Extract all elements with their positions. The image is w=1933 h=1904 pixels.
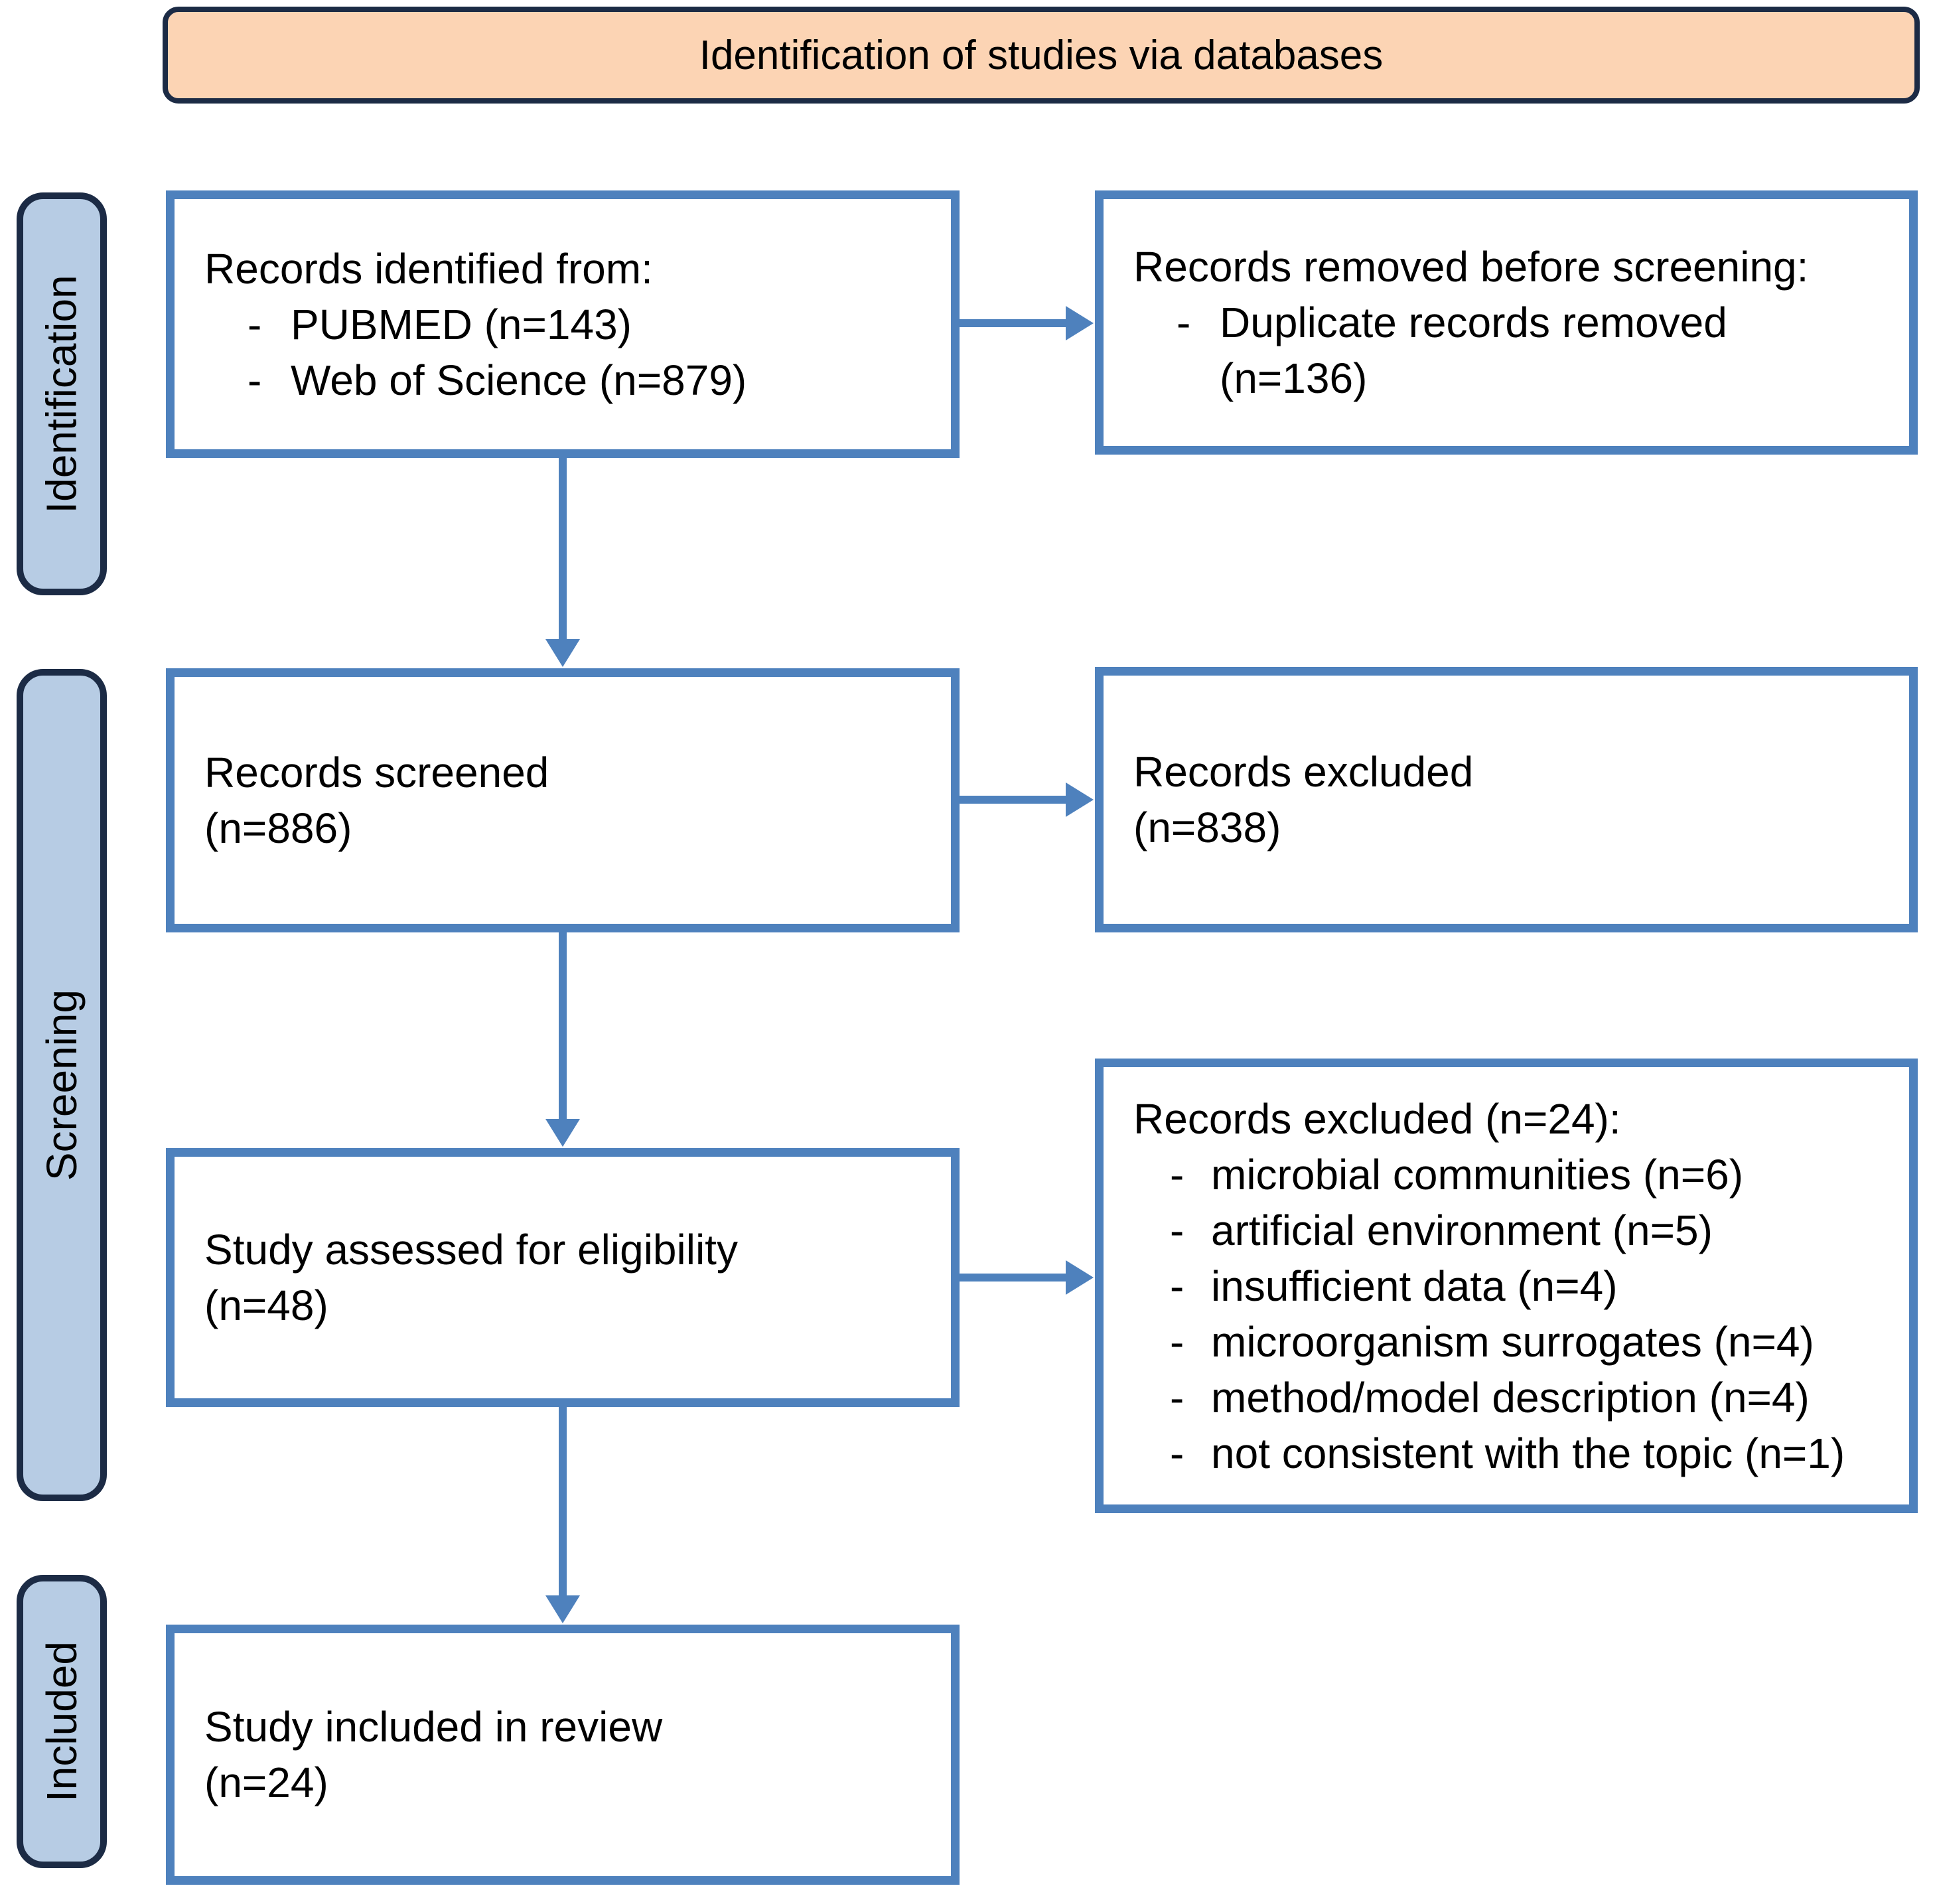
bullet-item: - method/model description (n=4) bbox=[1170, 1370, 1899, 1426]
arrow-screened-to-excluded-shaft bbox=[959, 796, 1070, 804]
stage-label-text: Identification bbox=[38, 274, 86, 514]
box-line: (n=24) bbox=[204, 1759, 328, 1806]
bullet-text: not consistent with the topic (n=1) bbox=[1211, 1429, 1845, 1477]
bullet-item: - not consistent with the topic (n=1) bbox=[1170, 1426, 1899, 1481]
arrow-screened-to-assessed-shaft bbox=[559, 932, 567, 1120]
arrow-identified-to-screened-head bbox=[545, 639, 580, 667]
banner-identification-via-databases: Identification of studies via databases bbox=[163, 7, 1920, 104]
box-title: Records excluded (n=24): bbox=[1133, 1094, 1621, 1143]
box-title: Records removed before screening: bbox=[1133, 243, 1809, 291]
box-line: Study assessed for eligibility bbox=[204, 1226, 738, 1274]
bullet-item: - artificial environment (n=5) bbox=[1170, 1203, 1899, 1258]
stage-label-included: Included bbox=[17, 1575, 107, 1868]
bullet-dash: - bbox=[1170, 1429, 1184, 1477]
bullet-text: PUBMED (n=143) bbox=[291, 300, 632, 348]
bullet-item: - insufficient data (n=4) bbox=[1170, 1258, 1899, 1314]
bullet-text: insufficient data (n=4) bbox=[1211, 1262, 1618, 1310]
arrow-assessed-to-included-head bbox=[545, 1595, 580, 1623]
arrow-identified-to-screened-shaft bbox=[559, 458, 567, 642]
arrow-identified-to-removed-head bbox=[1066, 306, 1094, 340]
box-line: (n=48) bbox=[204, 1282, 328, 1329]
stage-label-text: Screening bbox=[38, 989, 86, 1181]
box-title: Records identified from: bbox=[204, 244, 653, 293]
bullet-text: microbial communities (n=6) bbox=[1211, 1150, 1744, 1199]
arrow-screened-to-excluded-head bbox=[1066, 782, 1094, 817]
records-excluded-box: Records excluded (n=838) bbox=[1095, 667, 1918, 932]
bullet-dash: - bbox=[1177, 299, 1191, 346]
bullet-dash: - bbox=[1170, 1317, 1184, 1366]
records-removed-box: Records removed before screening: - Dupl… bbox=[1095, 190, 1918, 455]
bullet-dash: - bbox=[1170, 1262, 1184, 1310]
bullet-item: - PUBMED (n=143) bbox=[248, 297, 914, 352]
arrow-identified-to-removed-shaft bbox=[959, 319, 1070, 327]
bullet-dash: - bbox=[1170, 1206, 1184, 1254]
bullet-item: - microbial communities (n=6) bbox=[1170, 1147, 1899, 1203]
bullet-text: Duplicate records removed (n=136) bbox=[1220, 299, 1727, 402]
study-assessed-box: Study assessed for eligibility (n=48) bbox=[166, 1148, 960, 1407]
bullet-text: artificial environment (n=5) bbox=[1211, 1206, 1713, 1254]
box-line: Records screened bbox=[204, 749, 549, 796]
box-line: (n=886) bbox=[204, 804, 352, 852]
bullet-dash: - bbox=[1170, 1150, 1184, 1199]
bullet-item: - microorganism surrogates (n=4) bbox=[1170, 1314, 1899, 1370]
stage-label-identification: Identification bbox=[17, 192, 107, 595]
arrow-assessed-to-reasons-shaft bbox=[959, 1274, 1070, 1282]
study-included-box: Study included in review (n=24) bbox=[166, 1625, 960, 1885]
banner-title: Identification of studies via databases bbox=[699, 32, 1384, 78]
bullet-text: Web of Science (n=879) bbox=[291, 356, 747, 404]
stage-label-text: Included bbox=[38, 1641, 86, 1802]
arrow-screened-to-assessed-head bbox=[545, 1119, 580, 1147]
arrow-assessed-to-included-shaft bbox=[559, 1407, 567, 1597]
arrow-assessed-to-reasons-head bbox=[1066, 1260, 1094, 1295]
bullet-item: - Duplicate records removed (n=136) bbox=[1177, 295, 1873, 406]
records-screened-box: Records screened (n=886) bbox=[166, 668, 960, 932]
bullet-item: - Web of Science (n=879) bbox=[248, 352, 914, 408]
bullet-dash: - bbox=[248, 356, 262, 404]
bullet-text: microorganism surrogates (n=4) bbox=[1211, 1317, 1814, 1366]
bullet-dash: - bbox=[248, 300, 262, 348]
stage-label-screening: Screening bbox=[17, 669, 107, 1501]
excluded-reasons-box: Records excluded (n=24): - microbial com… bbox=[1095, 1059, 1918, 1513]
bullet-dash: - bbox=[1170, 1373, 1184, 1422]
bullet-text: method/model description (n=4) bbox=[1211, 1373, 1810, 1422]
box-line: Study included in review bbox=[204, 1703, 663, 1751]
box-line: Records excluded bbox=[1133, 748, 1474, 796]
records-identified-box: Records identified from: - PUBMED (n=143… bbox=[166, 190, 960, 458]
box-line: (n=838) bbox=[1133, 804, 1281, 851]
